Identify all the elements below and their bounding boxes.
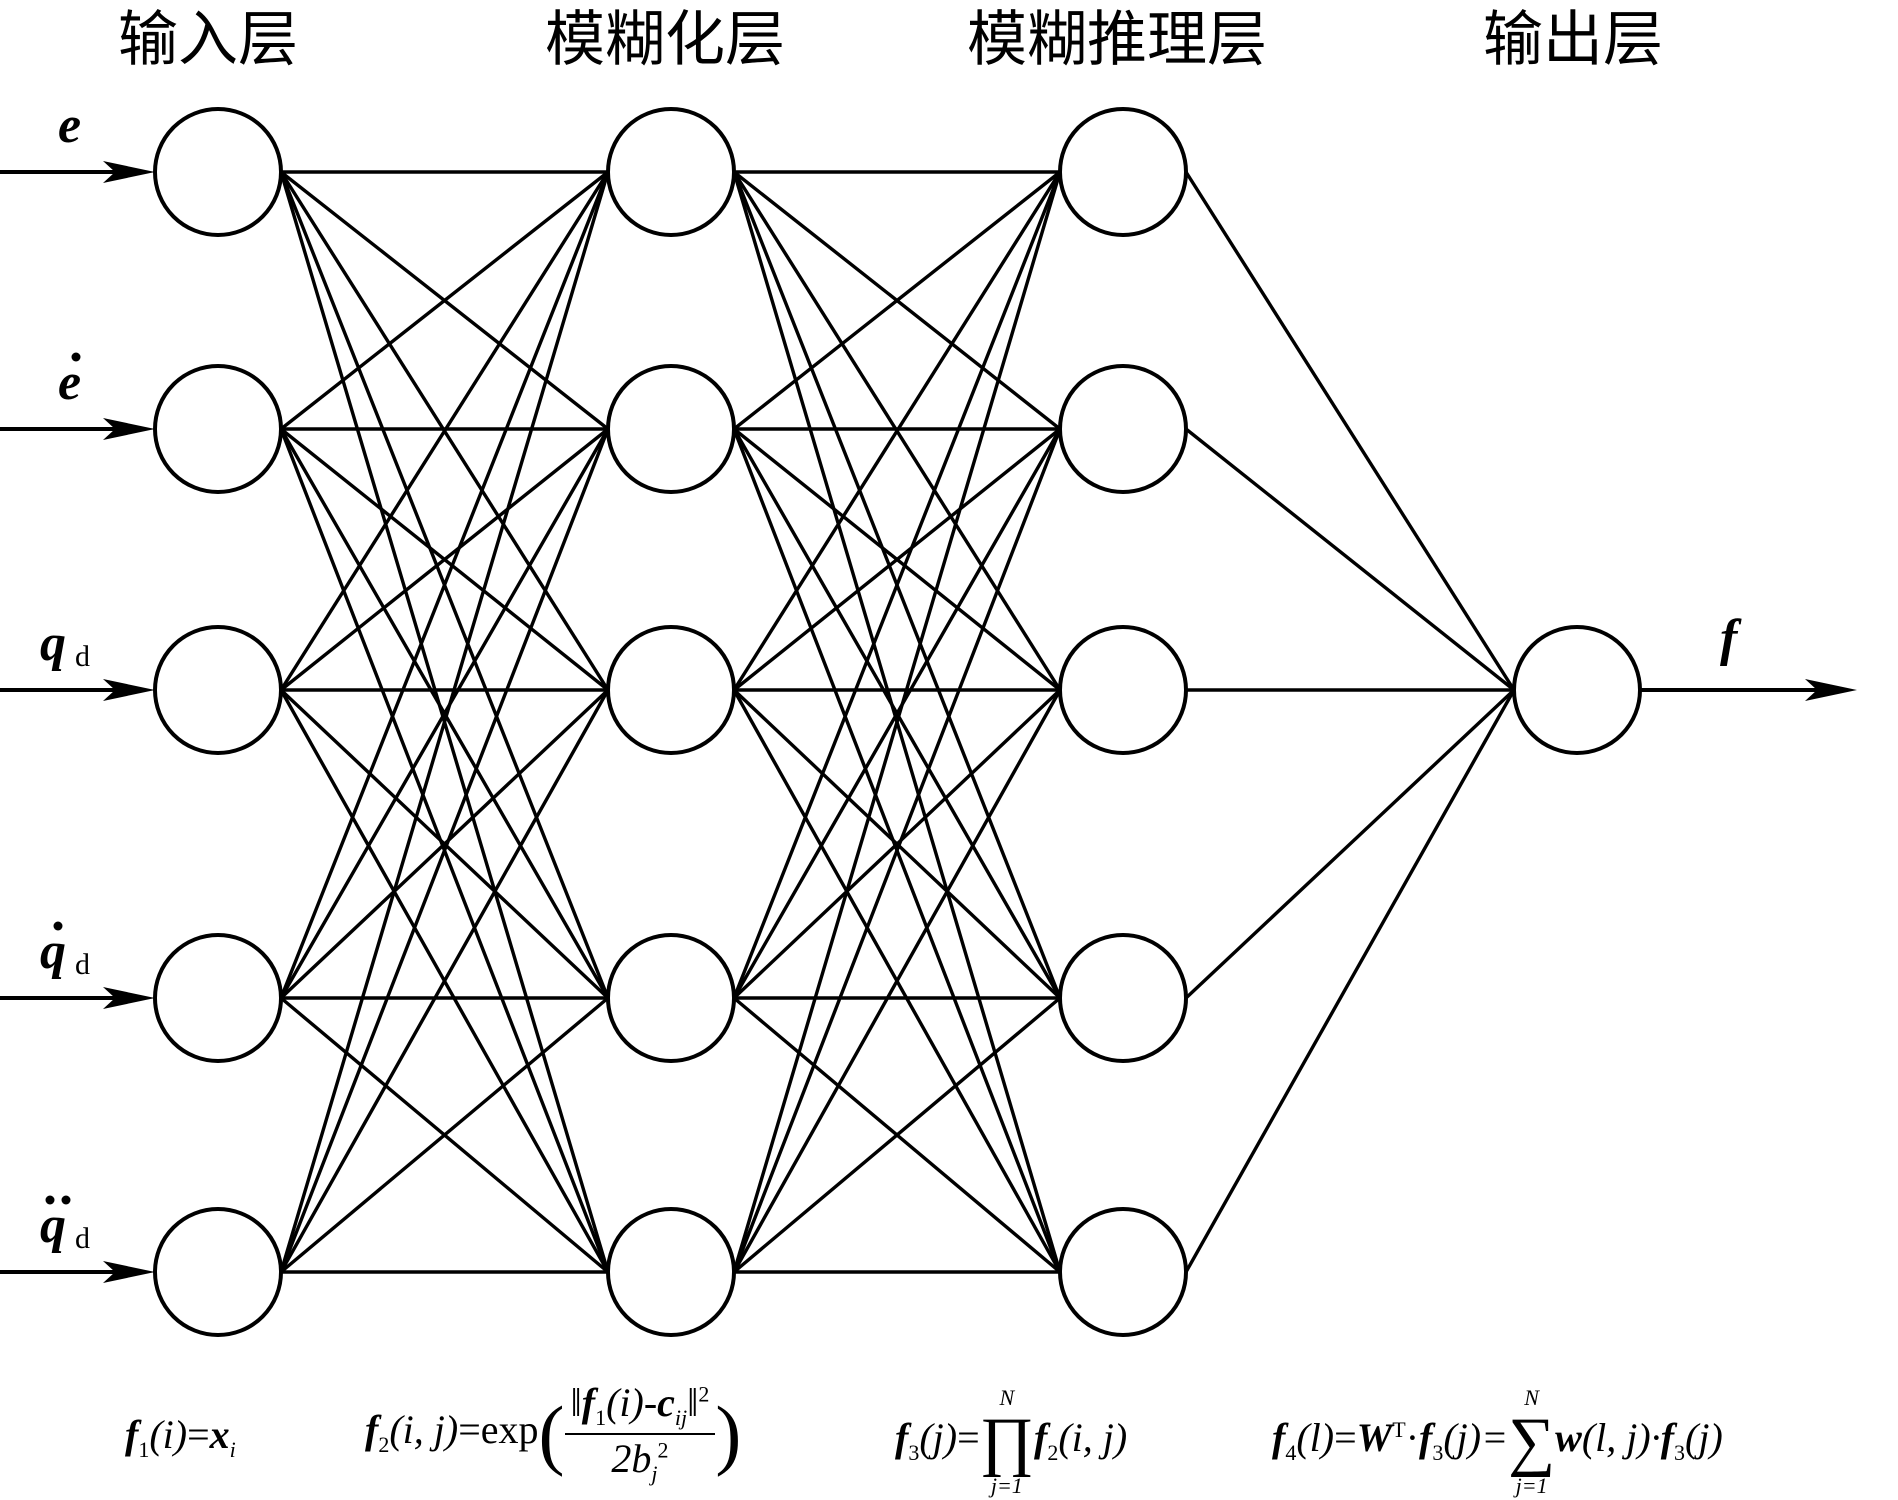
formula-f1: f1(i)=xi <box>125 1412 236 1462</box>
input-arrowhead-0 <box>103 161 155 183</box>
edge-input-1-to-0 <box>279 170 610 431</box>
input-symbol-1: e <box>58 354 81 411</box>
edge-input-3-to-1 <box>279 428 610 999</box>
layer-labels: 输入层 模糊化层 模糊推理层 输出层 <box>118 5 1663 75</box>
edge-inference-1-to-0 <box>1184 427 1516 692</box>
connections <box>279 170 1516 1274</box>
input-arrowhead-3 <box>103 987 155 1009</box>
node-inference-4 <box>1058 1207 1188 1337</box>
edge-input-4-to-1 <box>279 428 610 1273</box>
node-input-3 <box>153 933 283 1063</box>
input-symbol-0: e <box>58 97 81 154</box>
input-symbol-4: q <box>40 1197 66 1254</box>
edge-fuzzification-3-to-1 <box>732 428 1062 999</box>
edge-fuzzification-1-to-0 <box>732 170 1062 431</box>
node-input-1 <box>153 364 283 494</box>
node-input-4 <box>153 1207 283 1337</box>
node-fuzzification-4 <box>606 1207 736 1337</box>
node-inference-3 <box>1058 933 1188 1063</box>
node-fuzzification-2 <box>606 625 736 755</box>
io-arrows <box>0 161 1857 1283</box>
edge-input-4-to-2 <box>279 689 610 1273</box>
layer-label-inference: 模糊推理层 <box>967 5 1267 75</box>
edge-input-2-to-0 <box>279 171 610 691</box>
edge-inference-4-to-0 <box>1184 689 1516 1273</box>
edge-fuzzification-4-to-2 <box>732 689 1062 1273</box>
node-input-2 <box>153 625 283 755</box>
edge-fuzzification-3-to-2 <box>732 688 1062 1000</box>
edge-input-3-to-0 <box>279 171 610 999</box>
input-arrowhead-2 <box>103 679 155 701</box>
output-arrowhead <box>1805 679 1857 701</box>
edge-fuzzification-4-to-0 <box>732 171 1062 1273</box>
edge-input-2-to-1 <box>279 427 610 692</box>
edge-inference-3-to-0 <box>1184 688 1516 1000</box>
node-inference-2 <box>1058 625 1188 755</box>
edge-input-4-to-3 <box>279 996 610 1274</box>
edge-input-3-to-2 <box>279 688 610 1000</box>
output-symbol: f <box>1720 610 1742 667</box>
edge-inference-0-to-0 <box>1184 171 1516 691</box>
edge-input-4-to-0 <box>279 171 610 1273</box>
input-subscript-4: d <box>75 1222 90 1255</box>
node-inference-1 <box>1058 364 1188 494</box>
edge-fuzzification-4-to-1 <box>732 428 1062 1273</box>
input-dot-3 <box>53 921 63 931</box>
node-fuzzification-3 <box>606 933 736 1063</box>
node-inference-0 <box>1058 107 1188 237</box>
layer-label-input: 输入层 <box>118 5 298 75</box>
input-symbol-2: q <box>40 615 66 672</box>
input-subscript-2: d <box>75 640 90 673</box>
input-symbol-3: q <box>40 923 66 980</box>
layer-label-fuzzification: 模糊化层 <box>545 5 785 75</box>
edge-fuzzification-2-to-1 <box>732 427 1062 692</box>
input-subscript-3: d <box>75 948 90 981</box>
edge-fuzzification-2-to-0 <box>732 171 1062 691</box>
node-fuzzification-0 <box>606 107 736 237</box>
input-dot-1 <box>71 352 81 362</box>
edge-fuzzification-3-to-0 <box>732 171 1062 999</box>
node-fuzzification-1 <box>606 364 736 494</box>
node-output-0 <box>1512 625 1642 755</box>
nodes <box>153 107 1642 1337</box>
edge-fuzzification-4-to-3 <box>732 996 1062 1274</box>
input-arrowhead-1 <box>103 418 155 440</box>
node-input-0 <box>153 107 283 237</box>
input-dot-4-b <box>61 1195 71 1205</box>
layer-label-output: 输出层 <box>1483 5 1663 75</box>
input-dot-4-a <box>45 1195 55 1205</box>
input-arrowhead-4 <box>103 1261 155 1283</box>
